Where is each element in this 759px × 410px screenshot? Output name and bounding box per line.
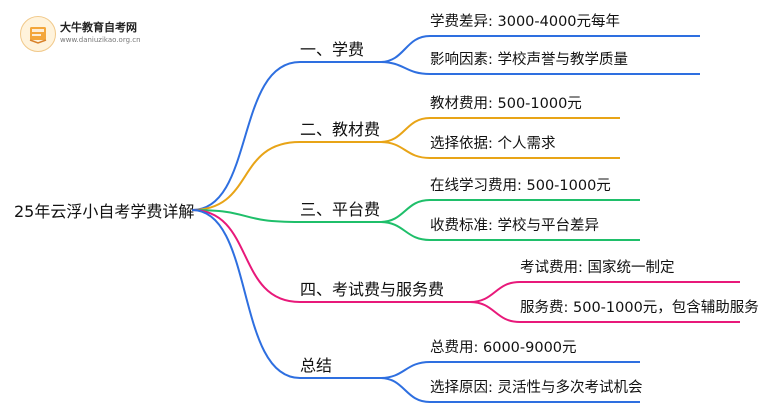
leaf-total-cost: 总费用: 6000-9000元 (430, 340, 577, 356)
leaf-tuition-range: 学费差异: 3000-4000元每年 (430, 14, 621, 30)
logo-book-icon (20, 16, 56, 52)
leaf-choice-reason: 选择原因: 灵活性与多次考试机会 (430, 380, 643, 396)
leaf-platform-cost: 在线学习费用: 500-1000元 (430, 178, 611, 194)
root-connector (191, 61, 301, 211)
root-connector (191, 141, 301, 211)
leaf-connector (469, 281, 521, 303)
site-logo: 大牛教育自考网 www.daniuzikao.org.cn (20, 12, 200, 52)
branch-exam-service: 四、考试费与服务费 (300, 280, 445, 299)
branch-summary: 总结 (300, 356, 333, 375)
leaf-connector (379, 141, 431, 159)
leaf-textbook-cost: 教材费用: 500-1000元 (430, 96, 582, 112)
branch-textbook: 二、教材费 (300, 120, 381, 139)
root-topic: 25年云浮小自考学费详解 (14, 202, 195, 221)
leaf-textbook-basis: 选择依据: 个人需求 (430, 136, 556, 152)
leaf-connector (379, 361, 431, 379)
branch-platform: 三、平台费 (300, 200, 381, 219)
leaf-platform-standard: 收费标准: 学校与平台差异 (430, 218, 599, 234)
leaf-tuition-factors: 影响因素: 学校声誉与教学质量 (430, 52, 628, 68)
logo-title: 大牛教育自考网 (60, 21, 137, 34)
leaf-service-fee: 服务费: 500-1000元，包含辅助服务 (520, 300, 759, 316)
root-connector (191, 209, 301, 379)
branch-tuition: 一、学费 (300, 40, 365, 59)
root-connector (191, 209, 301, 303)
leaf-connector (379, 199, 431, 223)
leaf-connector (379, 117, 431, 143)
leaf-connector (379, 35, 431, 63)
leaf-connector (379, 377, 431, 403)
leaf-connector (469, 301, 521, 323)
leaf-connector (379, 221, 431, 241)
leaf-exam-fee: 考试费用: 国家统一制定 (520, 260, 675, 276)
leaf-connector (379, 61, 431, 75)
logo-url: www.daniuzikao.org.cn (60, 36, 141, 44)
root-connector (191, 209, 301, 223)
